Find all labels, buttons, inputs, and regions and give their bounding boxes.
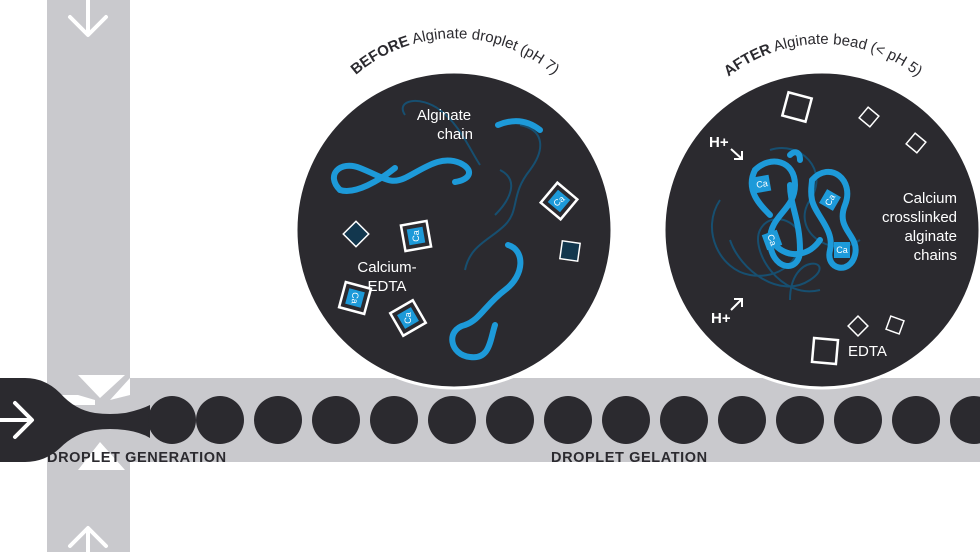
complex-label-2: EDTA <box>368 278 407 295</box>
calcium-edta-complex-icon: Ca Ca Ca Ca <box>337 180 580 338</box>
droplet-train <box>148 396 980 444</box>
alginate-chain-faint <box>401 99 542 271</box>
flow-arrow-right-icon <box>0 401 34 439</box>
svg-text:Ca: Ca <box>836 245 848 255</box>
proton-label: H+ <box>709 134 729 151</box>
droplet <box>196 396 244 444</box>
before-droplet-inset: BEFORE Alginate droplet (pH 7) Alginate … <box>294 25 614 390</box>
droplet <box>660 396 708 444</box>
after-bead-inset: AFTER Alginate bead (< pH 5) Ca Ca <box>662 31 980 390</box>
free-edta-icon <box>780 90 927 366</box>
calcium-ion-icon: Ca Ca Ca Ca <box>752 174 850 258</box>
droplet <box>148 396 196 444</box>
chain-label-2: chain <box>437 126 473 143</box>
svg-text:Ca: Ca <box>350 292 361 304</box>
gel-label-3: alginate <box>904 228 957 245</box>
svg-text:Ca: Ca <box>755 178 768 190</box>
flow-arrow-down-icon <box>68 0 108 37</box>
droplet <box>370 396 418 444</box>
flow-arrow-up-icon <box>68 526 108 552</box>
droplet <box>254 396 302 444</box>
droplet <box>718 396 766 444</box>
svg-text:Ca: Ca <box>765 233 778 247</box>
droplet <box>544 396 592 444</box>
droplet <box>486 396 534 444</box>
proton-arrow-icon <box>730 148 743 160</box>
dispersed-phase-stream <box>0 378 150 462</box>
droplet <box>428 396 476 444</box>
gel-label-2: crosslinked <box>882 209 957 226</box>
complex-label: Calcium- <box>357 259 416 276</box>
before-heading: BEFORE Alginate droplet (pH 7) <box>348 25 563 78</box>
proton-label-2: H+ <box>711 310 731 327</box>
chain-label: Alginate <box>417 107 471 124</box>
svg-text:Ca: Ca <box>403 312 413 324</box>
edta-label: EDTA <box>848 343 887 360</box>
proton-arrow-icon-2 <box>730 298 743 311</box>
svg-text:Ca: Ca <box>411 230 421 242</box>
droplet <box>602 396 650 444</box>
droplet <box>776 396 824 444</box>
droplet-gelation-label: DROPLET GELATION <box>551 450 708 466</box>
gel-label: Calcium <box>903 190 957 207</box>
svg-text:Ca: Ca <box>823 193 837 208</box>
edta-molecule-icon <box>342 220 582 263</box>
gel-label-4: chains <box>914 247 957 264</box>
droplet <box>312 396 360 444</box>
droplet <box>892 396 940 444</box>
crosslinked-alginate-chain <box>748 149 859 271</box>
droplet-generation-label: DROPLET GENERATION <box>47 450 227 466</box>
droplet <box>950 396 980 444</box>
alginate-chain <box>330 118 543 361</box>
droplet <box>834 396 882 444</box>
